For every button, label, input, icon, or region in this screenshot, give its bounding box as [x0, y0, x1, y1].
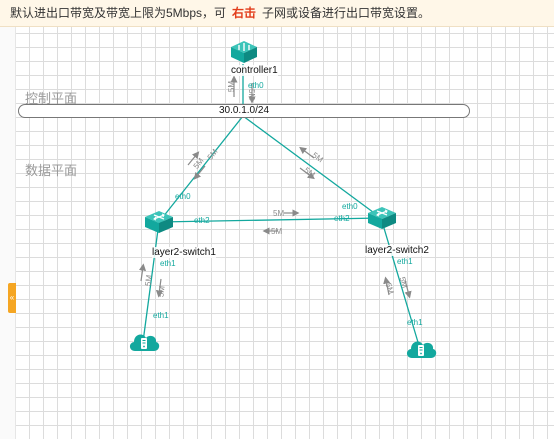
sidebar-toggle-handle[interactable]: « [8, 283, 16, 313]
switch2-port-eth0: eth0 [342, 202, 358, 211]
bw-arrow-host1-up [138, 263, 147, 282]
topology-links [138, 64, 421, 350]
subnet-label: 30.0.1.0/24 [218, 105, 270, 116]
controller-port-eth0: eth0 [248, 81, 264, 90]
host2-port-eth1: eth1 [407, 318, 423, 327]
switch2-node[interactable] [367, 206, 397, 230]
controller-node[interactable] [230, 40, 258, 64]
switch2-port-eth2: eth2 [334, 214, 350, 223]
switch1-port-eth1: eth1 [160, 259, 176, 268]
bw-label-s1s2-right: 5M [273, 209, 285, 218]
bw-arrow-sw1-up [187, 151, 200, 166]
bw-arrow-host2-down [404, 279, 412, 299]
host1-port-eth1: eth1 [153, 311, 169, 320]
bw-label-host1-up: 5M [143, 274, 154, 287]
link-net-switch1[interactable] [158, 115, 244, 223]
bw-label-controller-up: 5M [227, 80, 237, 93]
bw-arrow-sw2-down [299, 167, 315, 180]
host1-node[interactable] [127, 327, 161, 355]
link-net-switch2[interactable] [242, 115, 382, 219]
bw-arrow-host2-up [383, 276, 391, 296]
left-sidebar-strip [0, 27, 16, 439]
bw-label-controller-down: 5M [247, 88, 257, 101]
switch1-node[interactable] [144, 210, 174, 234]
switch1-name-label: layer2-switch1 [152, 247, 216, 258]
bandwidth-notice-bar: 默认进出口带宽及带宽上限为5Mbps，可右击子网或设备进行出口带宽设置。 [0, 0, 554, 27]
switch-icon [368, 207, 396, 229]
bw-label-host1-down: 5M [156, 285, 167, 298]
switch2-port-eth1: eth1 [397, 257, 413, 266]
subnet-bar[interactable]: 30.0.1.0/24 [18, 104, 470, 118]
cloud-host-icon [129, 334, 160, 351]
bw-label-s1s2-left: 5M [271, 227, 283, 236]
switch-icon [145, 211, 173, 233]
topology-canvas[interactable]: 控制平面 数据平面 30.0.1.0/24 controller1 eth0 5… [16, 27, 554, 439]
notice-text-before: 默认进出口带宽及带宽上限为5Mbps，可 [10, 6, 227, 20]
switch1-port-eth2: eth2 [194, 216, 210, 225]
control-plane-label: 控制平面 [25, 91, 78, 106]
link-switch1-switch2[interactable] [158, 217, 382, 223]
link-switch2-host2[interactable] [380, 217, 421, 350]
notice-text-after: 子网或设备进行出口带宽设置。 [262, 6, 431, 20]
collapse-arrows-icon: « [9, 293, 15, 302]
bw-arrow-sw2-up [299, 146, 315, 159]
link-switch1-host1[interactable] [142, 221, 160, 343]
switch1-port-eth0: eth0 [175, 192, 191, 201]
notice-highlight-right-click: 右击 [232, 6, 257, 20]
switch2-name-label: layer2-switch2 [365, 245, 429, 256]
host2-node[interactable] [404, 334, 438, 362]
bw-arrow-sw1-down [193, 165, 206, 180]
cloud-host-icon [406, 341, 437, 358]
controller-name-label: controller1 [231, 65, 278, 76]
bw-arrow-host1-down [155, 278, 164, 298]
data-plane-label: 数据平面 [25, 163, 78, 178]
controller-icon [231, 41, 257, 63]
